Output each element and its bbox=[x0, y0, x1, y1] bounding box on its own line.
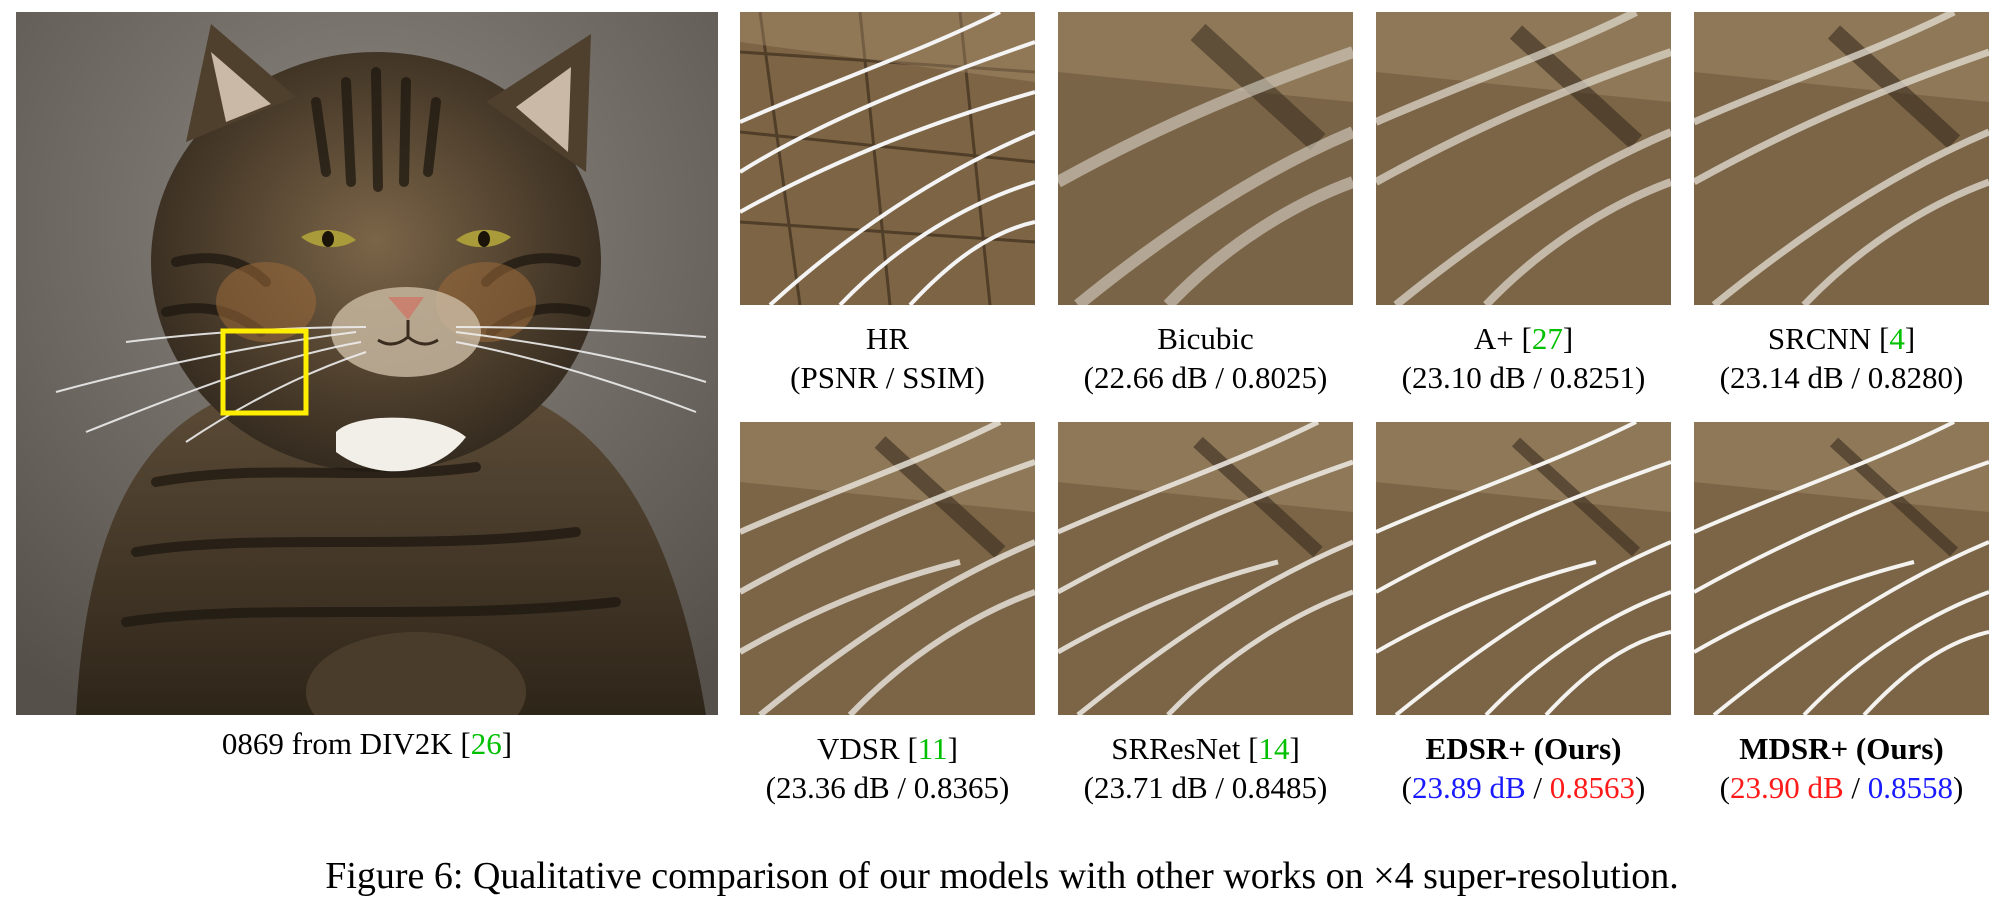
panel-label: HR (PSNR / SSIM) bbox=[740, 319, 1035, 397]
panel-vdsr: VDSR [11] (23.36 dB / 0.8365) bbox=[740, 422, 1035, 807]
panel-bicubic: Bicubic (22.66 dB / 0.8025) bbox=[1058, 12, 1353, 397]
main-image-caption: 0869 from DIV2K [26] bbox=[221, 726, 513, 761]
metrics-text: (PSNR / SSIM) bbox=[790, 360, 985, 395]
panel-label: A+ [27] (23.10 dB / 0.8251) bbox=[1376, 319, 1671, 397]
method-name: MDSR+ (Ours) bbox=[1739, 731, 1944, 766]
metrics-text: (23.90 dB / 0.8558) bbox=[1719, 770, 1964, 805]
crop-image bbox=[1376, 12, 1671, 305]
metrics-text: (23.89 dB / 0.8563) bbox=[1401, 770, 1646, 805]
ssim-value: 0.8558 bbox=[1867, 770, 1954, 805]
crop-image bbox=[740, 12, 1035, 305]
panel-label: SRResNet [14] (23.71 dB / 0.8485) bbox=[1058, 729, 1353, 807]
crop-image bbox=[1058, 12, 1353, 305]
metrics-text: (23.10 dB / 0.8251) bbox=[1401, 360, 1646, 395]
panel-label: VDSR [11] (23.36 dB / 0.8365) bbox=[740, 729, 1035, 807]
citation-link[interactable]: 4 bbox=[1889, 321, 1905, 356]
crop-image bbox=[1694, 12, 1989, 305]
method-name: SRCNN bbox=[1767, 321, 1872, 356]
comparison-grid: HR (PSNR / SSIM) Bicubic (22.66 dB / 0.8… bbox=[740, 12, 1990, 805]
panel-label: EDSR+ (Ours) (23.89 dB / 0.8563) bbox=[1376, 729, 1671, 807]
panel-label: Bicubic (22.66 dB / 0.8025) bbox=[1058, 319, 1353, 397]
panel-aplus: A+ [27] (23.10 dB / 0.8251) bbox=[1376, 12, 1671, 397]
citation-link[interactable]: 27 bbox=[1531, 321, 1563, 356]
times-symbol: ×4 bbox=[1373, 855, 1414, 897]
method-name: A+ bbox=[1473, 321, 1514, 356]
crop-image bbox=[1058, 422, 1353, 715]
panel-label: MDSR+ (Ours) (23.90 dB / 0.8558) bbox=[1694, 729, 1989, 807]
method-name: HR bbox=[865, 321, 910, 356]
method-name: SRResNet bbox=[1111, 731, 1241, 766]
panel-srcnn: SRCNN [4] (23.14 dB / 0.8280) bbox=[1694, 12, 1989, 397]
citation-link[interactable]: 26 bbox=[470, 726, 502, 761]
metrics-text: (23.36 dB / 0.8365) bbox=[765, 770, 1010, 805]
psnr-value: 23.90 dB bbox=[1729, 770, 1844, 805]
metrics-text: (23.71 dB / 0.8485) bbox=[1083, 770, 1328, 805]
panel-hr: HR (PSNR / SSIM) bbox=[740, 12, 1035, 397]
crop-image bbox=[1376, 422, 1671, 715]
panel-mdsr: MDSR+ (Ours) (23.90 dB / 0.8558) bbox=[1694, 422, 1989, 807]
metrics-text: (22.66 dB / 0.8025) bbox=[1083, 360, 1328, 395]
crop-region-box bbox=[220, 328, 309, 416]
panel-srresnet: SRResNet [14] (23.71 dB / 0.8485) bbox=[1058, 422, 1353, 807]
panel-edsr: EDSR+ (Ours) (23.89 dB / 0.8563) bbox=[1376, 422, 1671, 807]
method-name: EDSR+ (Ours) bbox=[1425, 731, 1622, 766]
crop-image bbox=[740, 422, 1035, 715]
figure-caption: Figure 6: Qualitative comparison of our … bbox=[325, 855, 1679, 897]
citation-link[interactable]: 11 bbox=[917, 731, 948, 766]
metrics-text: (23.14 dB / 0.8280) bbox=[1719, 360, 1964, 395]
citation-link[interactable]: 14 bbox=[1258, 731, 1290, 766]
method-name: Bicubic bbox=[1157, 321, 1254, 356]
cat-photo bbox=[16, 12, 718, 715]
method-name: VDSR bbox=[817, 731, 900, 766]
crop-image bbox=[1694, 422, 1989, 715]
ssim-value: 0.8563 bbox=[1549, 770, 1636, 805]
psnr-value: 23.89 dB bbox=[1411, 770, 1526, 805]
panel-label: SRCNN [4] (23.14 dB / 0.8280) bbox=[1694, 319, 1989, 397]
